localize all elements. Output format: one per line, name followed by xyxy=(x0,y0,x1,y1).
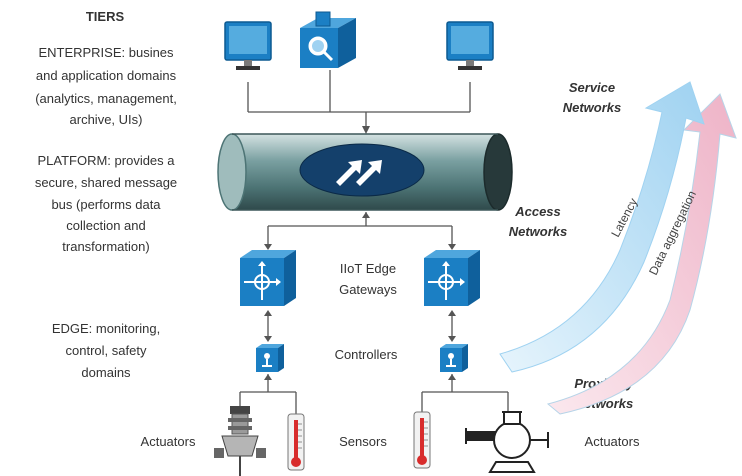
arrowhead xyxy=(362,212,370,218)
edge-connectors xyxy=(267,312,453,340)
controller-icon xyxy=(256,344,284,372)
edge-line: EDGE: monitoring, xyxy=(51,321,161,336)
edge-gateway-icon xyxy=(424,250,480,306)
access-connectors xyxy=(267,212,453,244)
actuators-right-label: Actuators xyxy=(584,434,640,449)
access-networks-line: Networks xyxy=(508,224,568,239)
actuators-left-label: Actuators xyxy=(140,434,196,449)
monitor-icon xyxy=(224,21,272,70)
arrowhead xyxy=(448,374,456,380)
service-networks-label: Service Networks xyxy=(532,79,652,116)
arrowhead xyxy=(448,336,456,342)
message-bus-pipe xyxy=(217,133,513,211)
enterprise-line: archive, UIs) xyxy=(69,112,143,127)
arrowhead xyxy=(448,310,456,316)
pump-actuator-icon xyxy=(465,411,549,473)
service-networks-line: Networks xyxy=(562,100,622,115)
gateways-label-line: IIoT Edge xyxy=(339,261,397,276)
arrowhead xyxy=(264,374,272,380)
enterprise-line: ENTERPRISE: busines xyxy=(38,45,174,60)
controllers-label: Controllers xyxy=(334,347,398,362)
enterprise-line: (analytics, management, xyxy=(35,91,177,106)
platform-line: secure, shared message xyxy=(34,175,178,190)
search-server-icon xyxy=(300,11,356,68)
platform-line: transformation) xyxy=(62,239,150,254)
proximity-connectors xyxy=(239,374,509,414)
platform-line: bus (performs data xyxy=(51,197,161,212)
enterprise-line: and application domains xyxy=(35,68,177,83)
enterprise-connectors xyxy=(247,70,471,134)
edge-gateway-icon xyxy=(240,250,296,306)
access-networks-label: Access Networks xyxy=(478,203,598,240)
monitor-icon xyxy=(446,21,494,70)
sensors-label: Sensors xyxy=(339,434,387,449)
access-networks-line: Access xyxy=(515,204,561,219)
controller-icon xyxy=(440,344,468,372)
thermometer-icon xyxy=(413,411,431,469)
tiers-heading: TIERS xyxy=(85,9,125,24)
arrowhead xyxy=(264,336,272,342)
edge-line: control, safety xyxy=(65,343,147,358)
platform-line: collection and xyxy=(66,218,146,233)
edge-line: domains xyxy=(81,365,131,380)
latency-arrow xyxy=(499,81,705,373)
platform-line: PLATFORM: provides a xyxy=(37,153,175,168)
valve-actuator-icon xyxy=(214,406,266,476)
arrowhead xyxy=(448,244,456,250)
message-bus-arrows-icon xyxy=(336,160,382,186)
gateways-label: IIoT Edge Gateways xyxy=(318,260,418,298)
arrowhead xyxy=(264,310,272,316)
thermometer-icon xyxy=(287,413,305,471)
arrowhead xyxy=(264,244,272,250)
service-networks-line: Service xyxy=(568,80,616,95)
data-aggregation-arrow xyxy=(546,93,737,415)
gateways-label-line: Gateways xyxy=(339,282,397,297)
